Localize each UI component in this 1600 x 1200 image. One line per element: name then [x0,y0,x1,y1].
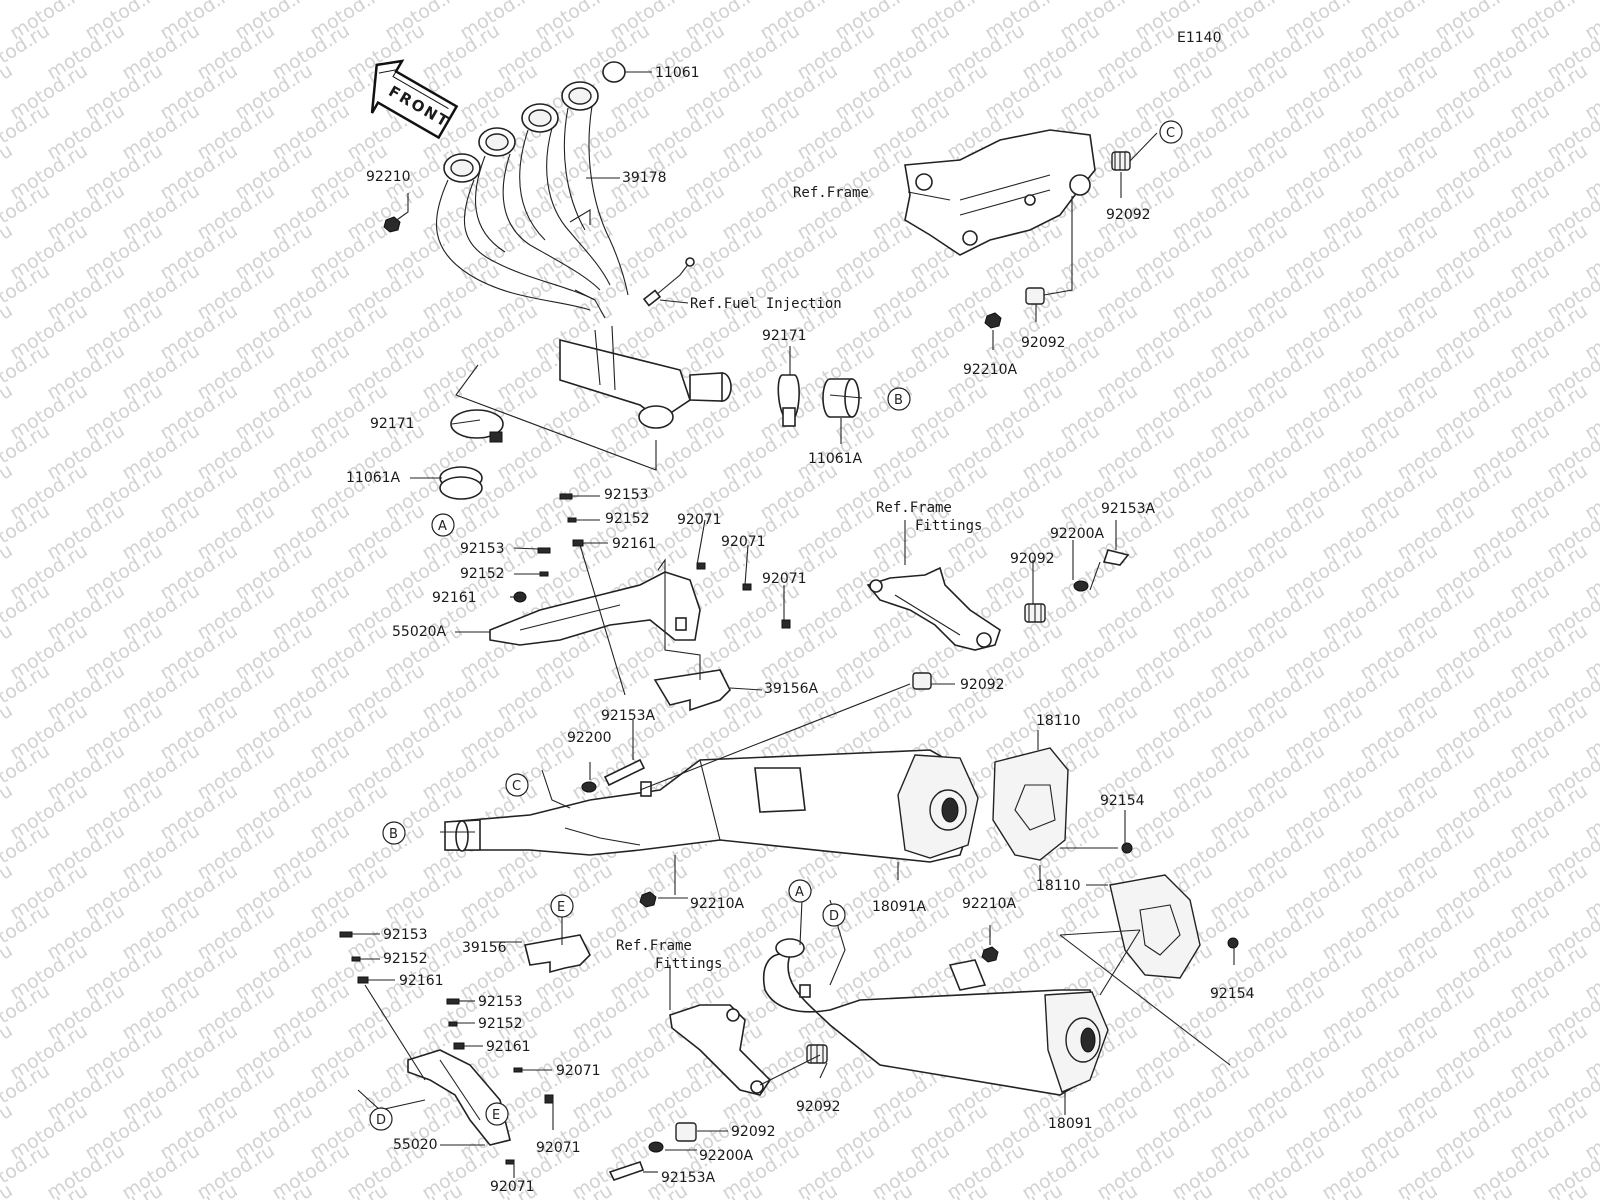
label-39156: 39156 [462,940,507,956]
label-92200A-low: 92200A [699,1148,754,1164]
frame-bracket-top [904,129,1096,256]
label-92153A-top: 92153A [601,708,656,724]
svg-text:C: C [1166,126,1175,141]
label-92071-c: 92071 [762,571,807,587]
label-ref-frame-fittings-1a: Ref.Frame [876,500,952,516]
label-92071-d: 92071 [556,1063,601,1079]
svg-text:E: E [557,900,565,915]
label-92152-4: 92152 [478,1016,523,1032]
washer-92200A-low [648,1141,664,1153]
damper-92092-mid [1025,287,1045,305]
label-ref-frame-top: Ref.Frame [793,185,869,201]
connector-B-mid: B [382,821,406,845]
label-92071-f: 92071 [490,1179,535,1195]
label-92154-b: 92154 [1210,986,1255,1002]
label-92092-top: 92092 [1106,207,1151,223]
connector-C-top: C [1159,120,1183,144]
label-ref-frame-fittings-2a: Ref.Frame [616,938,692,954]
label-92092-right: 92092 [1010,551,1055,567]
nut-92154-b [1227,937,1239,949]
svg-text:E: E [492,1108,500,1123]
label-55020A: 55020A [392,624,447,640]
label-92161-1: 92161 [612,536,657,552]
svg-text:A: A [795,885,804,900]
label-39178: 39178 [622,170,667,186]
label-92071-e: 92071 [536,1140,581,1156]
label-39156A: 39156A [764,681,819,697]
label-92152-2: 92152 [460,566,505,582]
svg-text:A: A [438,519,447,534]
label-92200: 92200 [567,730,612,746]
label-92153-4: 92153 [478,994,523,1010]
label-11061A-left: 11061A [346,470,401,486]
label-92200A-right: 92200A [1050,526,1105,542]
label-ref-frame-fittings-1b: Fittings [915,518,982,534]
label-92210A-low: 92210A [962,896,1017,912]
label-92071-a: 92071 [677,512,722,528]
label-92153-1: 92153 [604,487,649,503]
label-92161-2: 92161 [432,590,477,606]
damper-92092-right2 [912,672,932,690]
nut-92154-a [1121,842,1133,854]
label-92071-b: 92071 [721,534,766,550]
label-92092-low: 92092 [796,1099,841,1115]
svg-text:B: B [894,393,903,408]
damper-92092-top [1111,151,1131,171]
label-92153-2: 92153 [460,541,505,557]
gasket-11061A-left [439,466,483,500]
label-92171-left: 92171 [370,416,415,432]
label-92210A-mid: 92210A [690,896,745,912]
connector-A-low: A [788,879,812,903]
label-92154-a: 92154 [1100,793,1145,809]
connector-B-top: B [887,387,911,411]
diagram-code: E1140 [1177,30,1221,46]
gasket-11061 [602,61,626,83]
label-18110-b: 18110 [1036,878,1081,894]
label-55020: 55020 [393,1137,438,1153]
label-92152-3: 92152 [383,951,428,967]
connector-E-left: E [485,1102,509,1126]
label-92092-low2: 92092 [731,1124,776,1140]
connector-D-low: D [822,903,846,927]
svg-text:C: C [512,779,521,794]
label-92161-3: 92161 [399,973,444,989]
label-92152-1: 92152 [605,511,650,527]
label-92092-mid: 92092 [1021,335,1066,351]
label-92161-4: 92161 [486,1039,531,1055]
label-11061: 11061 [655,65,700,81]
washer-92200A-right [1073,580,1089,592]
washer-92200 [581,781,597,793]
label-92153-3: 92153 [383,927,428,943]
label-92171-right: 92171 [762,328,807,344]
damper-92092-low2 [675,1122,697,1142]
svg-text:D: D [376,1113,386,1128]
label-ref-frame-fittings-2b: Fittings [655,956,722,972]
gasket-11061A-right [822,378,860,418]
connector-E-mid: E [550,894,574,918]
label-92210A-top: 92210A [963,362,1018,378]
label-ref-fuel-injection: Ref.Fuel Injection [690,296,842,312]
svg-text:B: B [389,827,398,842]
label-92210: 92210 [366,169,411,185]
label-18110-a: 18110 [1036,713,1081,729]
label-18091: 18091 [1048,1116,1093,1132]
label-18091A: 18091A [872,899,927,915]
svg-text:D: D [829,909,839,924]
label-92153A-low: 92153A [661,1170,716,1186]
label-92092-right2: 92092 [960,677,1005,693]
damper-92092-right [1024,603,1046,623]
label-92153A-right: 92153A [1101,501,1156,517]
connector-D-left: D [369,1107,393,1131]
clamp-92171-left [450,409,504,443]
connector-A-left: A [431,513,455,537]
label-11061A-right: 11061A [808,451,863,467]
connector-C-mid: C [505,773,529,797]
